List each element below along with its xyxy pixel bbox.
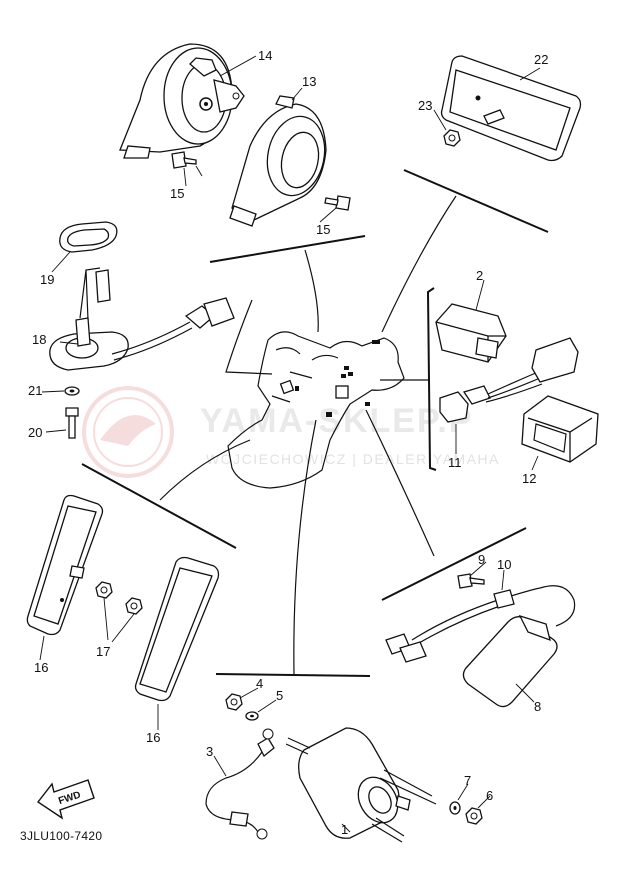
lead-wire-part-3 [205,728,275,840]
callout-7: 7 [464,773,471,788]
callout-16-right: 16 [146,730,160,745]
callout-16-left: 16 [34,660,48,675]
bolt-part-15-lower [324,195,351,211]
watermark-main-text: YAMA-SKLEP.P [200,402,473,440]
watermark-logo [82,386,174,478]
callout-23: 23 [418,98,432,113]
callout-numbers: 1 2 3 4 5 6 7 8 9 10 11 12 13 14 15 15 1… [28,48,548,837]
callout-3: 3 [206,744,213,759]
callout-2: 2 [476,268,483,283]
callout-10: 10 [497,557,511,572]
callout-15-upper: 15 [170,186,184,201]
callout-17: 17 [96,644,110,659]
nut-part-23 [443,109,505,147]
callout-22: 22 [534,52,548,67]
horn-small-part-13 [229,95,327,227]
watermark-sub-text: WOJCIECHOWICZ | DEALER YAMAHA [206,451,500,467]
starter-relay-part-1 [285,727,437,843]
nut-part-6 [465,807,483,825]
sub-harness-part-11 [439,337,579,454]
fwd-arrow-icon: FWD [36,779,95,820]
callout-15-lower: 15 [316,222,330,237]
callout-20: 20 [28,425,42,440]
callout-11: 11 [448,455,462,470]
harness-part-10 [385,585,576,663]
callout-12: 12 [522,471,536,486]
connector-part-12 [521,395,599,471]
callout-8: 8 [534,699,541,714]
nut-part-17 [95,581,143,643]
group-leader-lines [81,169,549,677]
nut-part-4 [225,693,243,711]
callout-9: 9 [478,552,485,567]
callout-19: 19 [40,272,54,287]
horn-large-part-14 [119,43,245,159]
callout-leaders [39,55,541,833]
washer-part-5 [245,711,259,721]
frame-silhouette [227,331,405,489]
callout-21: 21 [28,383,42,398]
diagram-code: 3JLU100-7420 [20,829,102,843]
frame-bracket [335,385,349,399]
bolt-part-9 [457,573,485,589]
watermark: YAMA-SKLEP.P WOJCIECHOWICZ | DEALER YAMA… [82,386,500,478]
reflector-part-16-left [26,494,104,636]
callout-13: 13 [302,74,316,89]
washer-part-21 [64,386,80,396]
callout-1: 1 [341,822,348,837]
reflector-part-16-right [134,556,220,702]
relay-part-2 [435,303,507,363]
bolt-part-15-upper [171,151,203,177]
callout-5: 5 [276,688,283,703]
callout-4: 4 [256,676,263,691]
bolt-part-20 [65,407,79,439]
cdi-unit-part-8 [462,614,558,708]
washer-part-7 [449,801,461,815]
callout-18: 18 [32,332,46,347]
gasket-part-19 [51,221,118,273]
callout-6: 6 [486,788,493,803]
reflector-part-22 [440,55,582,162]
fuel-sender-part-18 [49,267,235,371]
callout-14: 14 [258,48,272,63]
